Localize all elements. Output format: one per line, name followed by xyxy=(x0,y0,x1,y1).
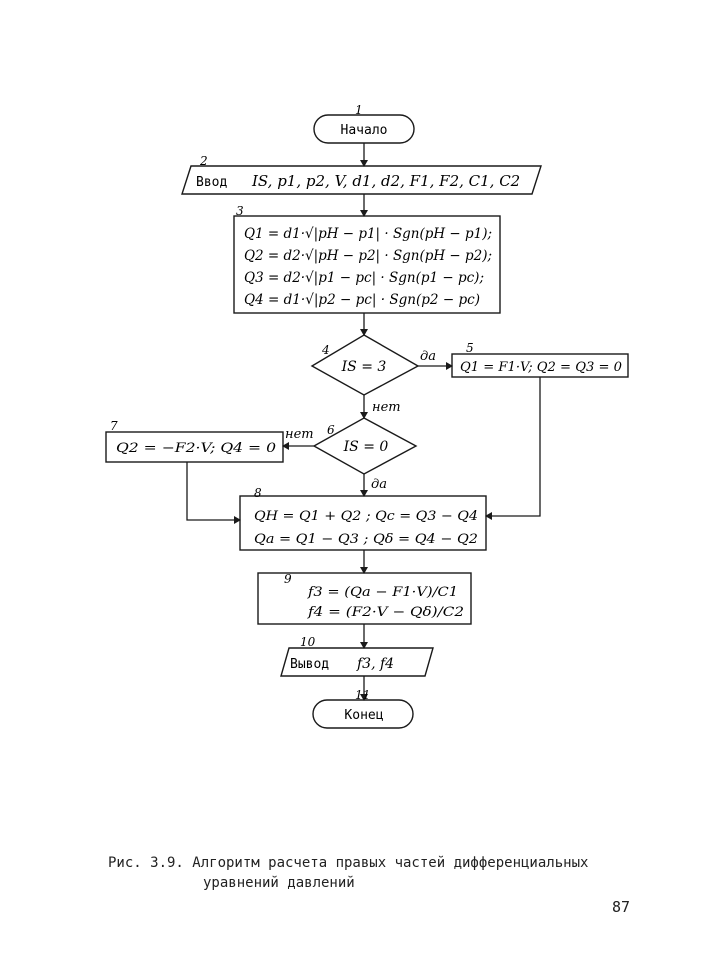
node-end: 11 Конец xyxy=(312,688,414,729)
node-decision-is0: 6 IS = 0 нет да xyxy=(285,417,418,492)
caption-line-1: Рис. 3.9. Алгоритм расчета правых частей… xyxy=(108,855,589,871)
node-number: 3 xyxy=(236,204,244,218)
node-number: 9 xyxy=(284,572,292,586)
formula-line: Q3 = d2·√|p1 − pc| · Sgn(p1 − pc); xyxy=(244,270,484,286)
input-variables: IS, p1, p2, V, d1, d2, F1, F2, C1, C2 xyxy=(251,172,520,190)
page-number: 87 xyxy=(612,898,631,916)
formula-line: Q2 = d2·√|pH − p2| · Sgn(pH − p2); xyxy=(244,248,492,264)
node-number: 10 xyxy=(300,635,316,649)
node-number: 5 xyxy=(466,341,474,355)
decision-condition: IS = 0 xyxy=(343,439,389,455)
node-number: 8 xyxy=(254,486,262,500)
node-input: 2 Ввод IS, p1, p2, V, d1, d2, F1, F2, C1… xyxy=(181,154,542,195)
edges xyxy=(186,143,541,701)
caption-line-2: уравнений давлений xyxy=(203,875,355,891)
branch-label-yes: да xyxy=(420,349,436,364)
node-flow-rates: 3 Q1 = d1·√|pH − p1| · Sgn(pH − p1); Q2 … xyxy=(233,204,501,314)
process-box-shape xyxy=(451,353,629,378)
node-number: 4 xyxy=(321,343,330,357)
end-terminator-shape xyxy=(312,699,414,729)
start-label: Начало xyxy=(341,123,388,138)
input-parallelogram-shape xyxy=(181,165,542,195)
node-start: 1 Начало xyxy=(313,103,415,144)
formula-line: f3 = (Qa − F1·V)/C1 xyxy=(307,585,458,600)
branch-label-no: нет xyxy=(285,427,314,442)
output-variables: f3, f4 xyxy=(356,656,394,672)
node-output: 10 Вывод f3, f4 xyxy=(280,635,434,677)
start-terminator-shape xyxy=(313,114,415,144)
process-box-shape xyxy=(233,215,501,314)
decision-diamond-shape xyxy=(312,417,418,475)
output-label: Вывод xyxy=(290,657,329,672)
input-label: Ввод xyxy=(196,175,227,190)
output-parallelogram-shape xyxy=(280,647,434,677)
formula-line: Q1 = d1·√|pH − p1| · Sgn(pH − p1); xyxy=(244,226,492,242)
edge-5-8 xyxy=(485,377,541,520)
node-number: 6 xyxy=(327,423,335,437)
formula-line: QH = Q1 + Q2 ; Qc = Q3 − Q4 xyxy=(254,509,478,524)
decision-diamond-shape xyxy=(310,334,420,396)
formula-line: Qa = Q1 − Q3 ; Qδ = Q4 − Q2 xyxy=(254,532,478,547)
node-number: 1 xyxy=(355,103,363,117)
process-box-shape xyxy=(239,495,487,551)
node-derivatives: 9 f3 = (Qa − F1·V)/C1 f4 = (F2·V − Qδ)/C… xyxy=(257,572,472,625)
process-box-shape xyxy=(105,431,284,463)
edge-7-8 xyxy=(186,462,241,524)
node-branch-is0: 7 Q2 = −F2·V; Q4 = 0 xyxy=(105,419,284,463)
figure-caption: Рис. 3.9. Алгоритм расчета правых частей… xyxy=(108,853,668,893)
node-decision-is3: 4 IS = 3 да нет xyxy=(310,334,436,415)
node-sums: 8 QH = Q1 + Q2 ; Qc = Q3 − Q4 Qa = Q1 − … xyxy=(239,486,487,551)
node-number: 2 xyxy=(199,154,208,168)
node-branch-is3: 5 Q1 = F1·V; Q2 = Q3 = 0 xyxy=(451,341,629,378)
process-box-shape xyxy=(257,572,472,625)
branch-label-yes: да xyxy=(371,477,387,492)
branch-formula: Q2 = −F2·V; Q4 = 0 xyxy=(116,441,276,456)
branch-formula: Q1 = F1·V; Q2 = Q3 = 0 xyxy=(460,360,622,375)
node-number: 11 xyxy=(355,688,370,702)
branch-label-no: нет xyxy=(372,400,401,415)
end-label: Конец xyxy=(344,708,383,723)
formula-line: Q4 = d1·√|p2 − pc| · Sgn(p2 − pc) xyxy=(244,292,480,308)
formula-line: f4 = (F2·V − Qδ)/C2 xyxy=(307,605,464,620)
node-number: 7 xyxy=(110,419,118,433)
decision-condition: IS = 3 xyxy=(341,359,387,375)
